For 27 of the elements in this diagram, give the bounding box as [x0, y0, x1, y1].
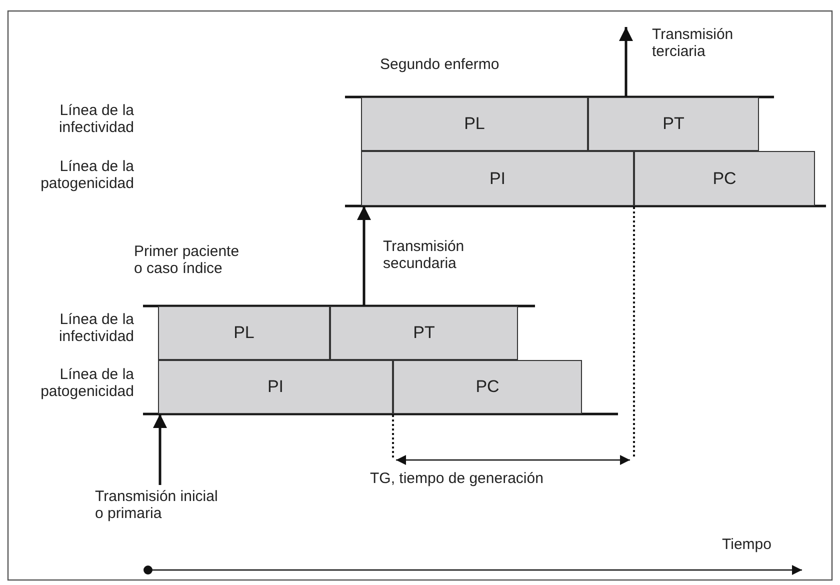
phase-box: [361, 151, 634, 206]
text-label: TG, tiempo de generación: [370, 470, 544, 488]
phase-label: PL: [234, 323, 254, 343]
arrow: [357, 206, 371, 306]
phase-label: PI: [489, 168, 506, 188]
phase-box: [393, 360, 582, 414]
phase-box: [330, 306, 518, 360]
phase-label: PT: [662, 114, 684, 134]
text-label: Primer paciente o caso índice: [134, 243, 240, 278]
phase-label: PL: [464, 114, 485, 134]
phase-label: PT: [413, 323, 435, 343]
text-label: Línea de la patogenicidad: [40, 366, 134, 400]
text-label: Línea de la infectividad: [58, 311, 134, 346]
text-label: Línea de la infectividad: [58, 102, 134, 136]
phase-box: [158, 360, 393, 414]
phase-box: [158, 306, 330, 360]
phase-label: PC: [712, 168, 736, 188]
phase-box: [634, 151, 815, 206]
arrow: [619, 27, 633, 97]
phase-box: [361, 97, 588, 151]
text-label: Línea de la patogenicidad: [40, 158, 134, 192]
text-label: Segundo enfermo: [380, 56, 500, 74]
text-label: Tiempo: [722, 536, 772, 554]
phase-box: [588, 97, 759, 151]
arrow: [153, 414, 167, 485]
phase-label: PC: [476, 377, 500, 397]
phase-label: PI: [267, 377, 284, 397]
